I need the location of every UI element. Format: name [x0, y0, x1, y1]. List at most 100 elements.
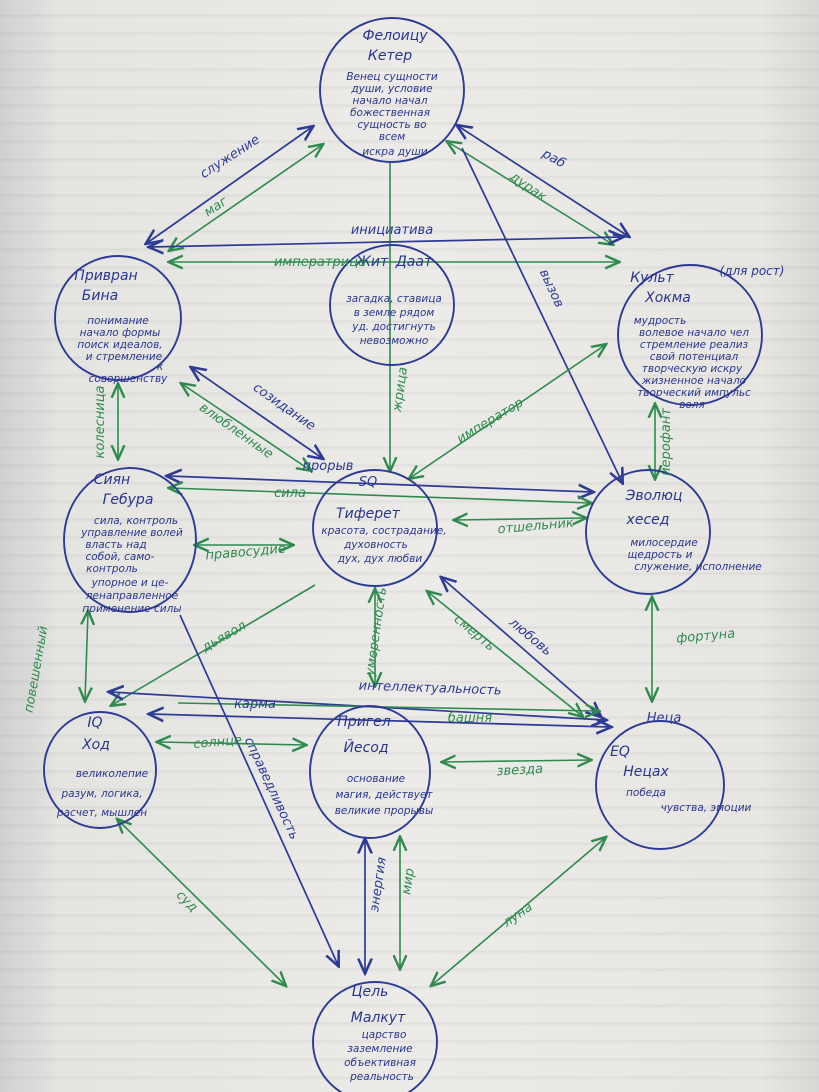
node-line: применение силы	[82, 603, 181, 615]
node-line: воля	[679, 399, 705, 411]
node-name: Кетер	[368, 48, 412, 64]
path-line-gevurah-hesed	[170, 488, 590, 503]
node-line: победа	[626, 787, 666, 799]
node-line: начало начал	[352, 95, 427, 107]
path-line-bina-hokhma	[150, 237, 622, 247]
node-line: и стремление	[86, 351, 162, 363]
node-malkhut: Цель Малкут царство заземление объективн…	[344, 984, 416, 1083]
node-bina: Привран Бина понимание начало формы поис…	[74, 268, 168, 385]
path-label: смерть	[451, 612, 498, 655]
node-name: Йесод	[343, 738, 388, 756]
paths-layer	[85, 126, 655, 985]
node-gevurah: Сиян Гебура сила, контроль управление во…	[80, 472, 183, 615]
node-name: Нецах	[623, 764, 669, 780]
node-name: Тиферет	[336, 506, 401, 522]
path-label: карма	[234, 697, 276, 712]
path-label: энергия	[367, 856, 390, 913]
node-line: милосердие	[630, 537, 697, 549]
path-label: колесница	[93, 385, 108, 458]
node-tag: Сиян	[94, 472, 130, 488]
node-line: загадка, ставица	[346, 293, 442, 305]
node-tag: Цель	[352, 984, 389, 1000]
node-hokhma-circle	[617, 264, 763, 406]
node-line: собой, само-	[86, 551, 155, 563]
path-line-netzach-malkhut	[432, 838, 605, 985]
node-tag: Пригел	[337, 714, 390, 730]
node-line: всем	[379, 131, 405, 143]
path-label: служение	[198, 132, 263, 182]
path-label: созидание	[250, 380, 318, 434]
path-line-keter-hokhma	[458, 126, 628, 236]
node-line: дух, дух любви	[337, 553, 423, 565]
path-label: маг	[202, 194, 231, 220]
node-line: разум, логика,	[60, 788, 142, 800]
node-tag: Культ	[630, 270, 674, 286]
node-name: Хокма	[644, 290, 691, 306]
path-label: влюбленные	[196, 400, 275, 462]
node-line: жизненное начало	[641, 375, 746, 387]
node-note: (для рост)	[720, 264, 785, 278]
node-netzach: Неца EQ Нецах победа чувства, эмоции	[610, 711, 751, 814]
path-label: дьявол	[199, 618, 249, 656]
path-label: жрица	[390, 366, 411, 414]
node-line: управление волей	[80, 527, 183, 539]
node-line: понимание	[87, 315, 148, 327]
path-label: звезда	[496, 762, 543, 779]
path-label: любовь	[505, 615, 554, 660]
node-line: сущность во	[357, 119, 426, 131]
node-tag: SQ	[359, 475, 377, 490]
node-name: Малкут	[351, 1010, 406, 1026]
node-name: Гебура	[103, 492, 154, 508]
node-line: ленаправленное	[85, 590, 178, 602]
node-keter-circle	[319, 17, 465, 163]
node-line: контроль	[86, 563, 138, 575]
node-line: красота, сострадание,	[321, 525, 446, 537]
node-line: начало формы	[80, 327, 161, 339]
node-line: служение, исполнение	[634, 561, 762, 573]
node-gevurah-circle	[63, 467, 197, 613]
node-line: свой потенциал	[650, 351, 739, 363]
node-line: царство	[362, 1029, 407, 1041]
node-line: в земле рядом	[354, 307, 435, 319]
node-line: великие прорывы	[335, 805, 434, 817]
node-tag: EQ	[610, 744, 630, 760]
path-line-hod-netzach	[177, 702, 598, 711]
path-label: интеллектуальность	[358, 679, 501, 699]
node-bina-circle	[54, 255, 182, 381]
path-label: отшельник	[497, 516, 574, 538]
node-daat: Жит Даат загадка, ставица в земле рядом …	[346, 254, 442, 347]
node-line: магия, действует	[335, 789, 433, 801]
path-line-keter-hokhma	[448, 142, 612, 244]
node-tag: Привран	[74, 268, 137, 284]
node-daat-circle	[329, 244, 455, 366]
node-line: души, условие	[350, 83, 432, 95]
node-hod: IQ Ход великолепие разум, логика, расчет…	[56, 715, 148, 819]
node-line: совершенству	[89, 373, 169, 385]
path-line-tiferet-hesed	[455, 518, 585, 520]
node-line: невозможно	[360, 335, 429, 347]
path-label: справедливость	[241, 735, 302, 842]
node-tag: IQ	[87, 715, 102, 731]
node-line: поиск идеалов,	[77, 339, 162, 351]
node-line: духовность	[343, 539, 408, 551]
node-line: Венец сущности	[346, 71, 438, 83]
node-hokhma: Культ (для рост) Хокма мудрость волевое …	[630, 264, 784, 411]
path-label: фортуна	[676, 626, 736, 646]
node-line: к	[157, 361, 164, 373]
node-malkhut-circle	[312, 981, 438, 1092]
path-line-gevurah-hod	[85, 612, 88, 700]
node-tiferet: SQ Тиферет красота, сострадание, духовно…	[321, 475, 446, 565]
node-line: упорное и це-	[91, 577, 169, 589]
path-label: луна	[500, 900, 536, 932]
node-keter: Фелоицу Кетер Венец сущности души, услов…	[346, 28, 438, 158]
node-netzach-circle	[595, 720, 725, 850]
node-line: искра души	[362, 146, 427, 158]
path-line-keter-bina	[147, 127, 312, 243]
node-name: Бина	[82, 288, 118, 304]
path-line-hokhma-tiferet	[410, 345, 605, 478]
path-label: повешенный	[22, 625, 52, 714]
path-label: башня	[448, 711, 492, 726]
node-line: щедрость и	[628, 549, 693, 561]
node-hod-circle	[43, 711, 157, 829]
